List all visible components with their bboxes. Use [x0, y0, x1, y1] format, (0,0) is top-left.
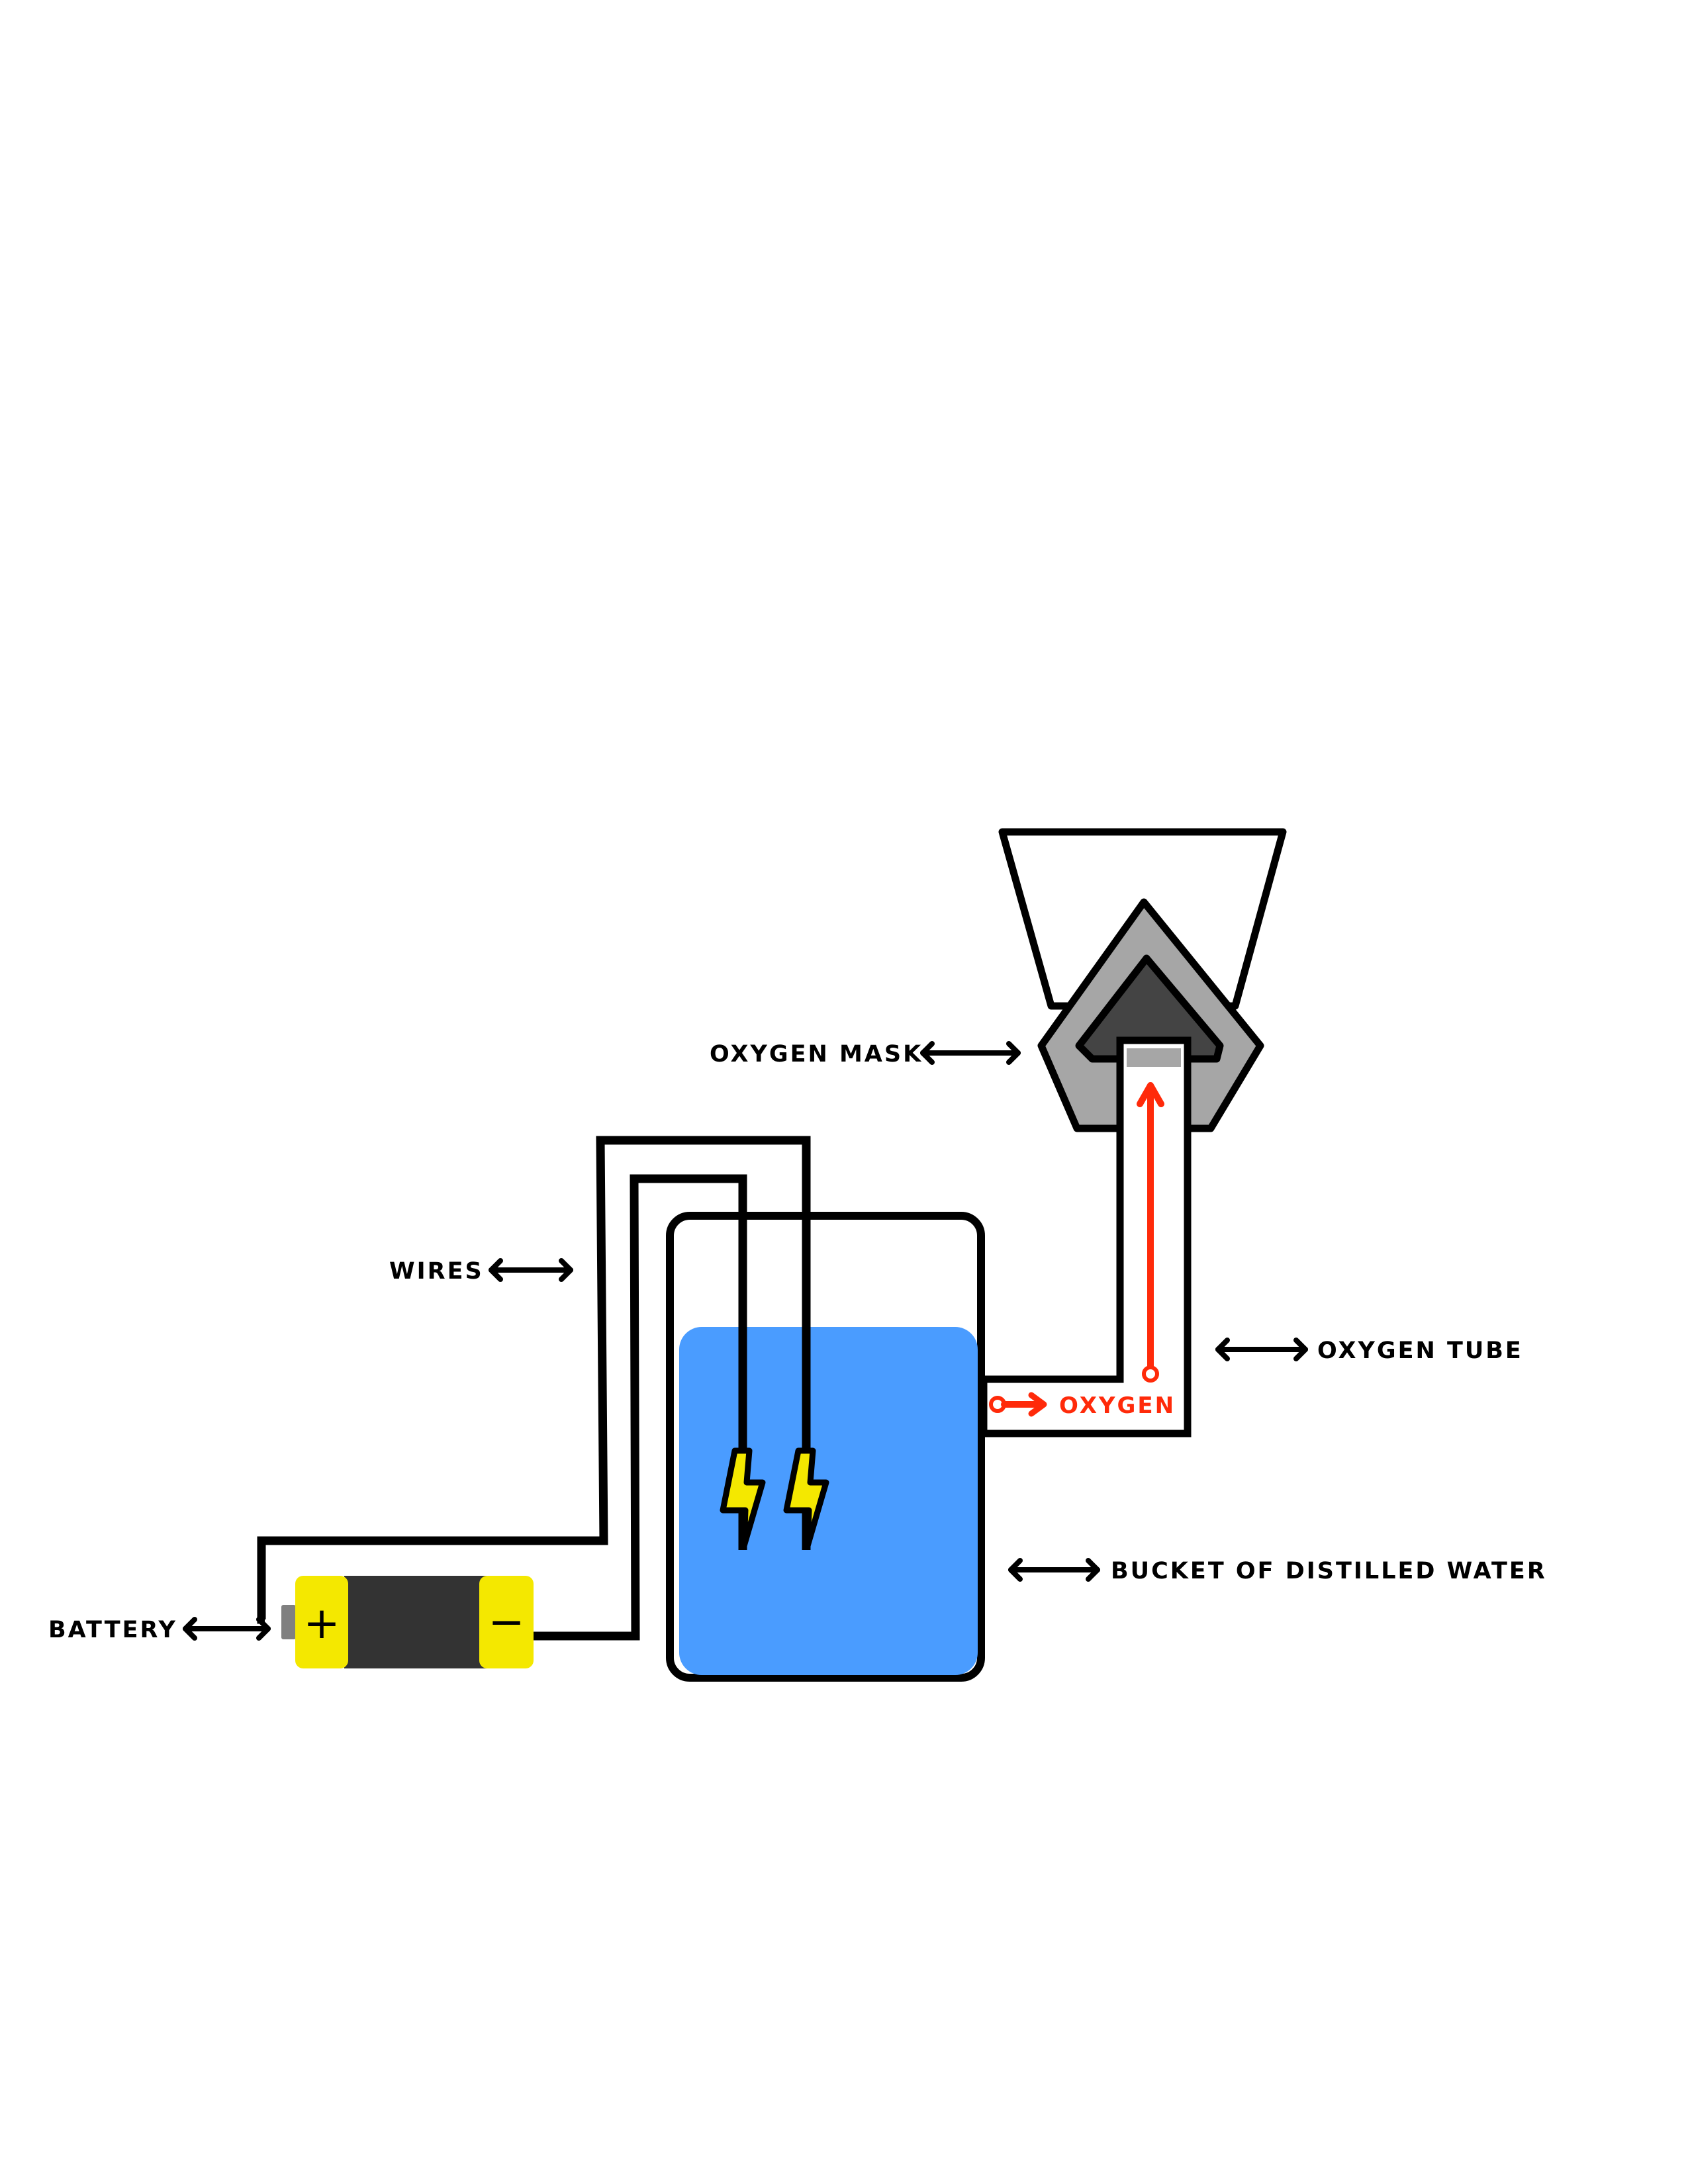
oxygen-label: OXYGEN	[1059, 1392, 1176, 1419]
oxygen-mask	[998, 828, 1287, 1132]
battery-body	[344, 1576, 487, 1668]
distilled-water	[679, 1327, 978, 1675]
spark-right	[783, 1447, 829, 1549]
oxygen-tube-label: OXYGEN TUBE	[1317, 1338, 1523, 1364]
positive-symbol: +	[303, 1598, 340, 1649]
spark-left	[720, 1447, 766, 1549]
battery-label: BATTERY	[48, 1617, 177, 1643]
oxygen-mask-label: OXYGEN MASK	[710, 1041, 923, 1068]
negative-symbol: −	[488, 1596, 524, 1647]
battery-nub	[281, 1605, 296, 1639]
bucket-arrow	[1008, 1558, 1100, 1582]
oxygen-tube: OXYGEN	[980, 1036, 1192, 1437]
battery: + −	[281, 1576, 534, 1668]
oxygen-mask-arrow	[920, 1041, 1021, 1065]
lightning-bolt-icon	[783, 1447, 829, 1549]
battery-arrow	[183, 1617, 271, 1641]
wires-label: WIRES	[389, 1258, 484, 1285]
lightning-bolt-icon	[720, 1447, 766, 1549]
oxygen-tube-arrow	[1215, 1338, 1308, 1361]
oxygen-flow-right-arrow	[989, 1392, 1047, 1417]
bucket-label: BUCKET OF DISTILLED WATER	[1111, 1558, 1547, 1584]
negative-wire	[533, 1174, 747, 1641]
bucket	[666, 1212, 985, 1682]
battery-positive-terminal	[295, 1576, 348, 1668]
tube-collar	[1127, 1048, 1181, 1067]
battery-negative-terminal	[479, 1576, 534, 1668]
wires-arrow	[489, 1258, 573, 1282]
oxygen-flow-up-arrow	[1137, 1082, 1164, 1383]
